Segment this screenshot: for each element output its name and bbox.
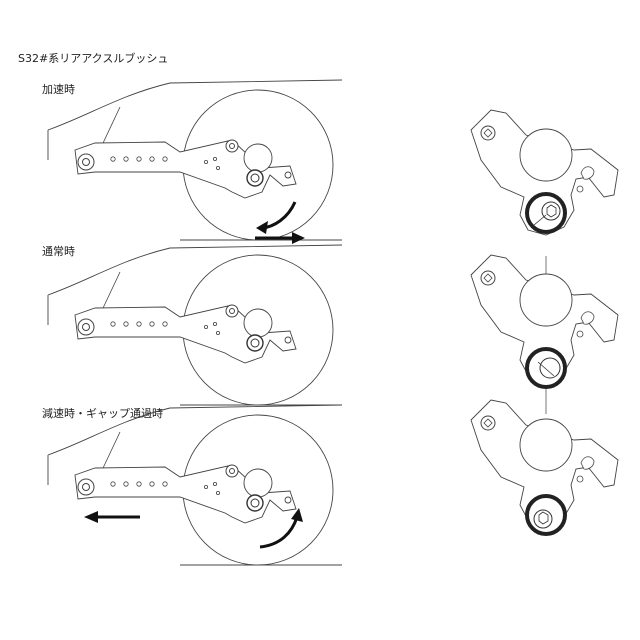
diagram-title: S32#系リアアクスルブッシュ [18, 52, 169, 65]
bracket-accel [470, 109, 619, 236]
side-view-accel [47, 79, 343, 244]
bracket-normal [470, 254, 619, 389]
label-accel: 加速時 [42, 83, 75, 96]
side-view-decel [47, 404, 343, 566]
side-view-normal [47, 244, 343, 406]
label-normal: 通常時 [42, 245, 75, 258]
bracket-decel [470, 399, 619, 536]
label-decel: 減速時・ギャップ通過時 [42, 407, 163, 420]
